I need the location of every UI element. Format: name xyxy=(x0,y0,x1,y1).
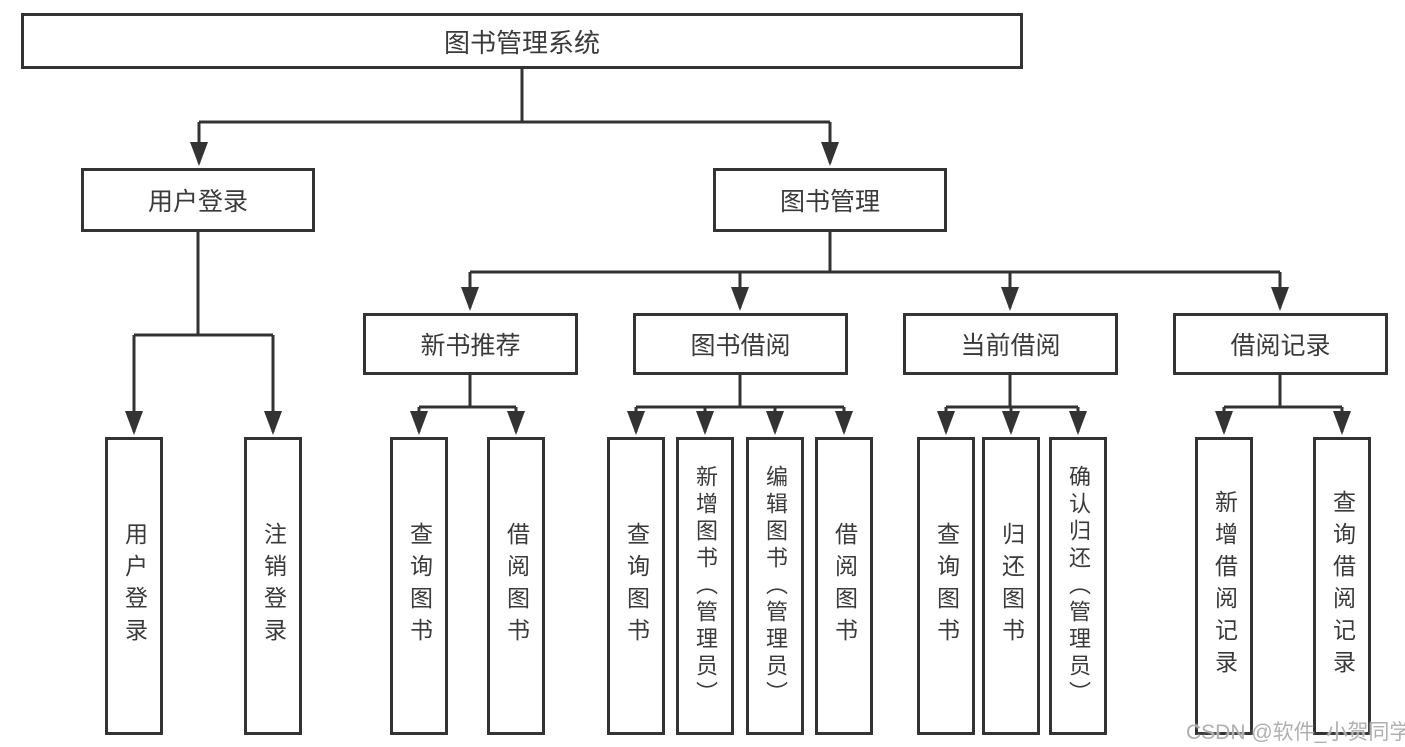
leaf-label: 新增图书（管理员） xyxy=(693,464,718,708)
node-borrowing-records: 借阅记录 xyxy=(1173,313,1388,375)
leaf-label: 注销登录 xyxy=(260,522,287,650)
leaf-br-query-record: 查询借阅记录 xyxy=(1313,437,1371,735)
node-library-system: 图书管理系统 xyxy=(21,13,1023,69)
node-book-management: 图书管理 xyxy=(713,168,947,232)
leaf-user-login: 用户登录 xyxy=(105,437,163,735)
leaf-label: 确认归还（管理员） xyxy=(1066,464,1091,708)
leaf-nbr-borrow-books: 借阅图书 xyxy=(487,437,545,735)
leaf-label: 新增借阅记录 xyxy=(1211,490,1238,682)
leaf-cb-confirm-return-admin: 确认归还（管理员） xyxy=(1049,437,1107,735)
leaf-logout: 注销登录 xyxy=(244,437,302,735)
leaf-cb-return-books: 归还图书 xyxy=(982,437,1040,735)
leaf-label: 编辑图书（管理员） xyxy=(763,464,788,708)
node-book-borrowing: 图书借阅 xyxy=(633,313,848,375)
leaf-bb-add-book-admin: 新增图书（管理员） xyxy=(676,437,734,735)
node-current-borrowing: 当前借阅 xyxy=(903,313,1118,375)
leaf-cb-query-books: 查询图书 xyxy=(917,437,975,735)
leaf-label: 查询图书 xyxy=(933,522,960,650)
csdn-watermark: CSDN @软件_小贺同学 xyxy=(1186,721,1405,744)
leaf-br-add-record: 新增借阅记录 xyxy=(1195,437,1253,735)
leaf-label: 借阅图书 xyxy=(503,522,530,650)
leaf-bb-query-books: 查询图书 xyxy=(607,437,665,735)
node-new-book-recommendation: 新书推荐 xyxy=(363,313,578,375)
leaf-label: 查询借阅记录 xyxy=(1329,490,1356,682)
leaf-bb-edit-book-admin: 编辑图书（管理员） xyxy=(746,437,804,735)
leaf-label: 归还图书 xyxy=(998,522,1025,650)
leaf-label: 查询图书 xyxy=(406,522,433,650)
leaf-bb-borrow-books: 借阅图书 xyxy=(815,437,873,735)
leaf-label: 借阅图书 xyxy=(831,522,858,650)
leaf-label: 用户登录 xyxy=(121,522,148,650)
leaf-label: 查询图书 xyxy=(623,522,650,650)
node-user-login: 用户登录 xyxy=(81,168,315,232)
leaf-nbr-query-books: 查询图书 xyxy=(390,437,448,735)
